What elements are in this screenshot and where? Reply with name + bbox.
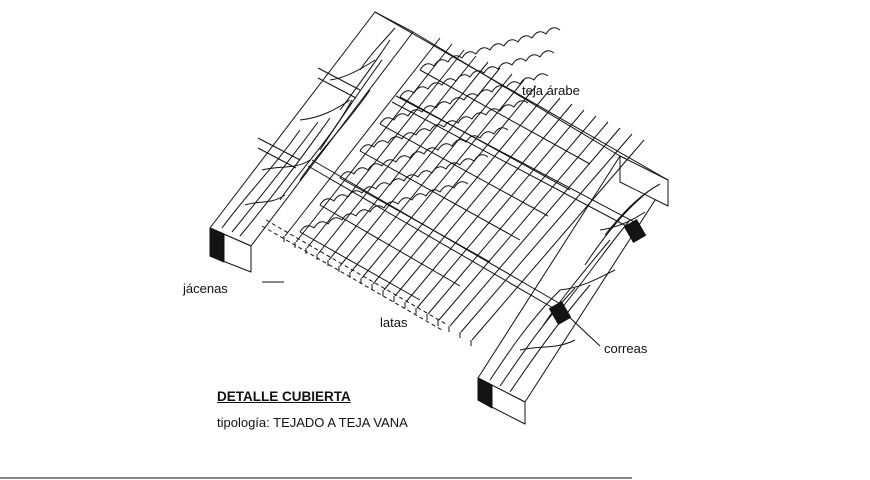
purlin-end-2 bbox=[623, 219, 647, 243]
left-girder-end bbox=[209, 227, 225, 263]
label-latas: latas bbox=[380, 315, 408, 330]
label-teja-arabe: teja árabe bbox=[522, 83, 580, 98]
purlins bbox=[261, 95, 639, 331]
label-correas: correas bbox=[604, 341, 648, 356]
drawing-subtitle: tipología: TEJADO A TEJA VANA bbox=[217, 415, 408, 430]
leader-correas bbox=[565, 313, 601, 347]
right-girder bbox=[477, 155, 669, 425]
label-jacenas: jácenas bbox=[183, 281, 228, 296]
right-girder-end bbox=[477, 377, 493, 409]
purlin-end-1 bbox=[548, 301, 572, 325]
back-edge bbox=[374, 11, 669, 181]
left-girder bbox=[209, 11, 414, 273]
drawing-title: DETALLE CUBIERTA bbox=[217, 389, 351, 404]
